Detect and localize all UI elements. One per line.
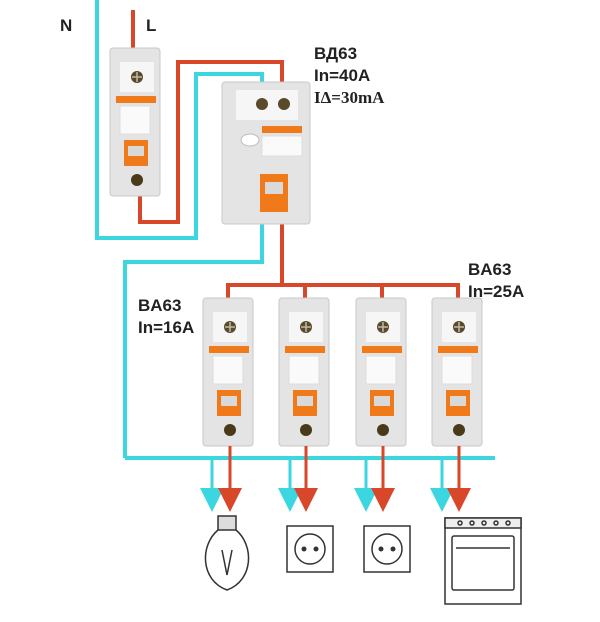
socket-icon (363, 525, 411, 573)
rcd-device (221, 81, 311, 225)
group-breaker (278, 297, 330, 447)
breaker-right-rated-label: In=25A (468, 282, 525, 301)
socket-icon (286, 525, 334, 573)
phase-outputs (218, 446, 471, 512)
line-label: L (146, 16, 157, 35)
light-bulb-icon (204, 515, 250, 591)
breaker-right-model-label: BA63 (468, 260, 512, 279)
breaker-left-rated-label: In=16A (138, 318, 195, 337)
group-breaker (202, 297, 254, 447)
electric-stove-icon (444, 517, 522, 605)
neutral-wire (95, 0, 495, 460)
neutral-outputs (200, 458, 454, 512)
neutral-label: N (60, 16, 73, 35)
input-breaker (109, 47, 161, 197)
breaker-left-model-label: BA63 (138, 296, 182, 315)
rcd-rated-label: In=40A (314, 66, 371, 85)
rcd-model-label: ВД63 (314, 44, 358, 63)
group-breaker (431, 297, 483, 447)
rcd-leak-label: IΔ=30mA (314, 88, 385, 107)
group-breaker (355, 297, 407, 447)
